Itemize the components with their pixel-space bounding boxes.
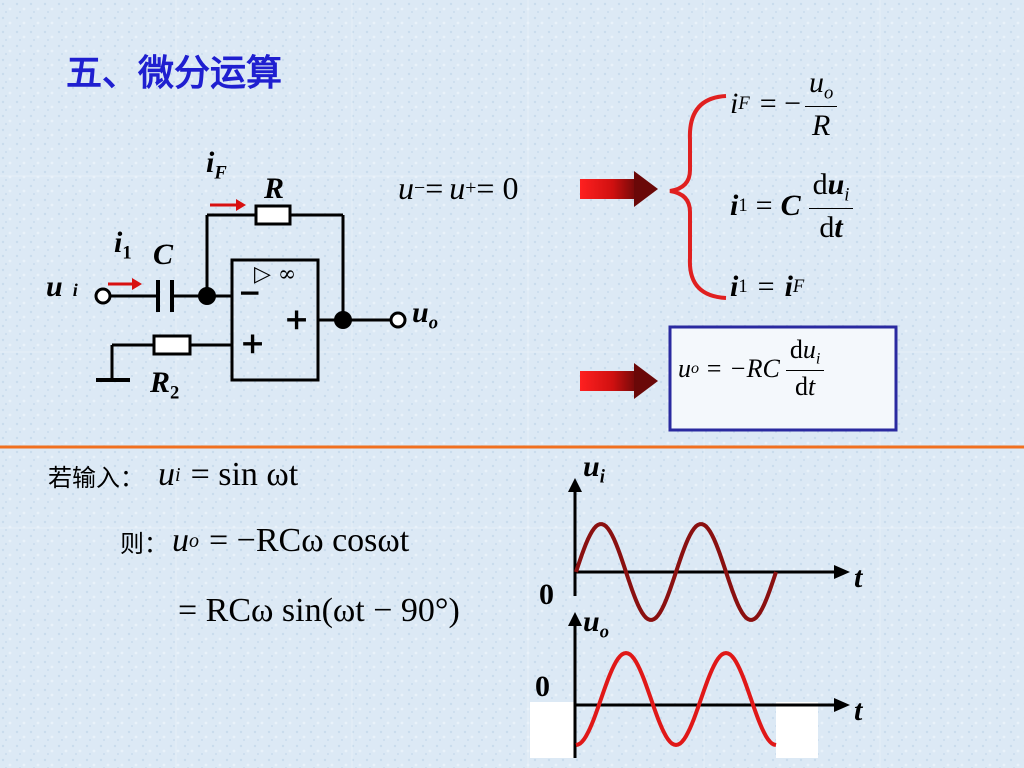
example-phase-line: = RCω sin(ωt − 90°) bbox=[178, 592, 460, 629]
plot-patch-right bbox=[776, 702, 818, 758]
top-x-arrow bbox=[834, 565, 850, 579]
label-i1: i1 bbox=[114, 226, 132, 264]
top-y-arrow bbox=[568, 478, 582, 492]
arrow-to-result bbox=[580, 363, 658, 399]
arrow-to-equations bbox=[580, 171, 658, 207]
top-plot-origin: 0 bbox=[539, 578, 554, 611]
arrow-if-head bbox=[236, 199, 246, 211]
noninverting-input-sign: + bbox=[240, 326, 266, 361]
output-cosine-wave bbox=[575, 650, 777, 748]
label-r: R bbox=[264, 172, 285, 205]
top-plot-x-label: t bbox=[854, 561, 863, 594]
bottom-plot-origin: 0 bbox=[535, 670, 550, 703]
bottom-x-arrow bbox=[834, 698, 850, 712]
plot-patch-left bbox=[530, 702, 576, 758]
label-c: C bbox=[153, 238, 174, 271]
bottom-plot-x-label: t bbox=[854, 694, 863, 727]
output-sign: + bbox=[284, 302, 310, 337]
top-plot-y-label: ui bbox=[583, 450, 605, 488]
label-uo: uo bbox=[412, 296, 438, 334]
inverting-input-sign: − bbox=[238, 276, 262, 309]
virtual-ground-condition: u− = u+ = 0 bbox=[398, 170, 519, 206]
result-box bbox=[668, 325, 898, 432]
bottom-plot-y-label: uo bbox=[583, 605, 609, 643]
junction-node-output bbox=[334, 311, 352, 329]
bottom-y-arrow bbox=[568, 612, 582, 626]
input-sine-wave bbox=[574, 522, 778, 622]
label-r2: R2 bbox=[150, 366, 180, 404]
brace bbox=[669, 94, 727, 300]
arrow-i1-head bbox=[132, 278, 142, 290]
junction-node-inverting bbox=[198, 287, 216, 305]
output-terminal bbox=[389, 311, 407, 329]
page-title: 五、微分运算 bbox=[66, 53, 283, 94]
opamp-gain-symbol: ▷ ∞ bbox=[254, 262, 297, 287]
label-if: iF bbox=[206, 146, 227, 184]
